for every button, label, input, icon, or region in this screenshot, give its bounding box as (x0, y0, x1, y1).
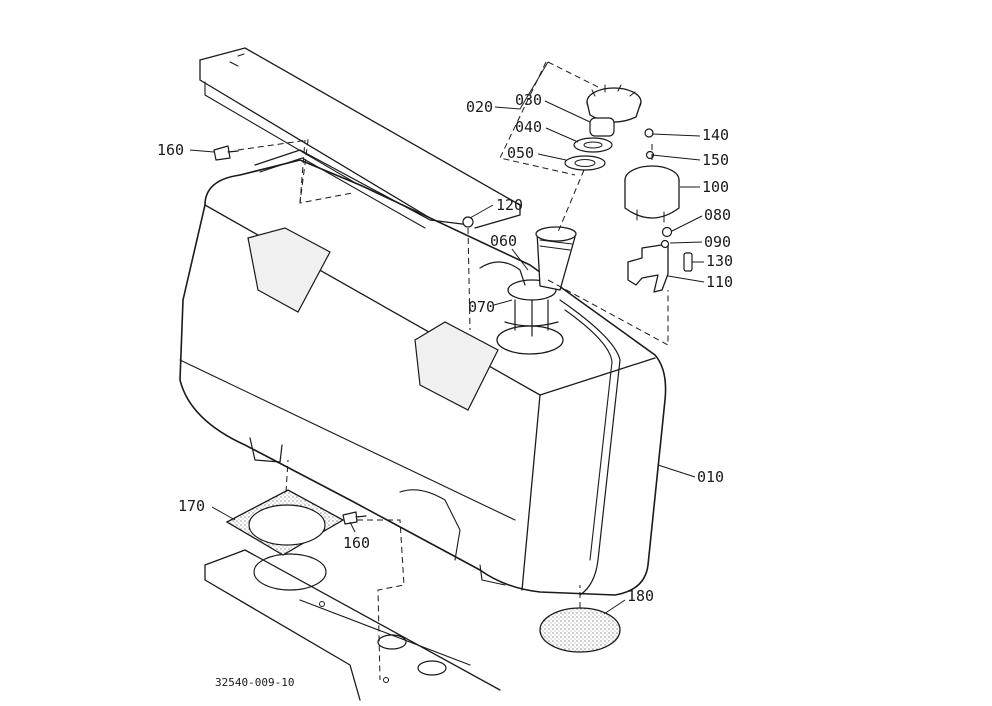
part-label-030: 030 (515, 91, 542, 109)
part-label-020: 020 (466, 98, 493, 116)
part-label-050: 050 (507, 144, 534, 162)
assembly-guide-lines (237, 61, 669, 681)
part-label-080: 080 (704, 206, 731, 224)
mat-170 (225, 489, 345, 556)
part-label-110: 110 (706, 273, 733, 291)
part-label-060: 060 (490, 232, 517, 250)
part-label-120: 120 (496, 196, 523, 214)
part-label-170: 170 (178, 497, 205, 515)
frame-rail-lower (204, 549, 501, 701)
part-label-160-upper: 160 (157, 141, 184, 159)
filler-cap (586, 84, 642, 123)
part-labels: 160 020 030 040 050 120 060 070 140 150 … (157, 91, 733, 605)
part-label-180: 180 (627, 587, 654, 605)
filler-neck (535, 226, 577, 291)
leader-lines (189, 61, 705, 615)
cap-gasket-050 (564, 155, 606, 171)
part-label-150: 150 (702, 151, 729, 169)
cover-100 (624, 165, 680, 223)
part-label-130: 130 (706, 252, 733, 270)
fuel-tank (179, 149, 667, 596)
part-label-090: 090 (704, 233, 731, 251)
spacer-130 (683, 252, 693, 272)
drawing-code: 32540-009-10 (215, 676, 294, 689)
cap-strainer (589, 117, 615, 137)
bracket-110 (627, 243, 669, 293)
fuel-sender-unit (479, 261, 564, 355)
part-label-160-lower: 160 (343, 534, 370, 552)
part-label-100: 100 (702, 178, 729, 196)
pad-180 (539, 607, 621, 653)
part-label-040: 040 (515, 118, 542, 136)
fasteners (213, 128, 673, 525)
cap-gasket-040 (573, 137, 613, 153)
part-label-070: 070 (468, 298, 495, 316)
part-label-140: 140 (702, 126, 729, 144)
part-label-010: 010 (697, 468, 724, 486)
